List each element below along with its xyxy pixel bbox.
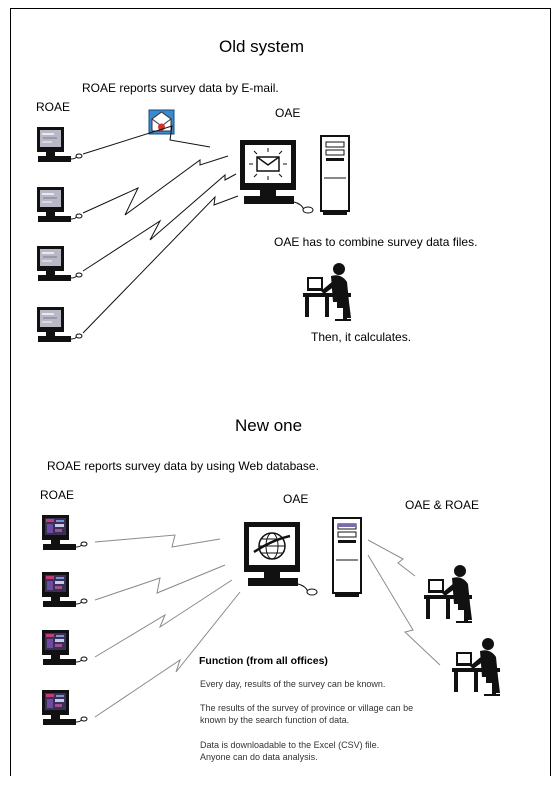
computer-icon (36, 186, 83, 223)
old-caption: ROAE reports survey data by E-mail. (82, 81, 279, 95)
computer-icon (240, 140, 314, 214)
server-tower-icon (320, 135, 350, 216)
function-line: Data is downloadable to the Excel (CSV) … (200, 740, 380, 750)
person-at-desk-icon (302, 262, 352, 321)
function-line: Anyone can do data analysis. (200, 752, 318, 762)
new-roae-label: ROAE (40, 488, 75, 502)
server-tower-icon (332, 517, 362, 598)
new-caption: ROAE reports survey data by using Web da… (47, 459, 319, 473)
function-line: known by the search function of data. (200, 715, 350, 725)
function-line: Every day, results of the survey can be … (200, 679, 386, 689)
computer-icon (36, 126, 83, 163)
old-oae-label: OAE (275, 106, 301, 120)
person-at-desk-icon (451, 637, 501, 696)
computer-icon (36, 245, 83, 282)
computer-icon (36, 306, 83, 343)
new-one-title: New one (235, 416, 303, 435)
old-system-title: Old system (219, 37, 305, 56)
computer-icon (244, 522, 318, 596)
connection-lines (94, 534, 441, 718)
computer-icon (41, 689, 88, 726)
new-users-label: OAE & ROAE (405, 498, 480, 512)
new-oae-label: OAE (283, 492, 309, 506)
computer-icon (41, 629, 88, 666)
computer-icon (41, 514, 88, 551)
function-line: The results of the survey of province or… (200, 703, 414, 713)
person-at-desk-icon (423, 564, 473, 623)
page-frame (10, 8, 551, 776)
globe-icon (253, 532, 291, 560)
email-envelope-icon (148, 109, 175, 135)
old-note-combine: OAE has to combine survey data files. (274, 235, 478, 249)
connection-lines (82, 125, 239, 334)
old-note-calc: Then, it calculates. (311, 330, 412, 344)
function-title: Function (from all offices) (199, 655, 328, 667)
old-roae-label: ROAE (36, 100, 71, 114)
computer-icon (41, 571, 88, 608)
